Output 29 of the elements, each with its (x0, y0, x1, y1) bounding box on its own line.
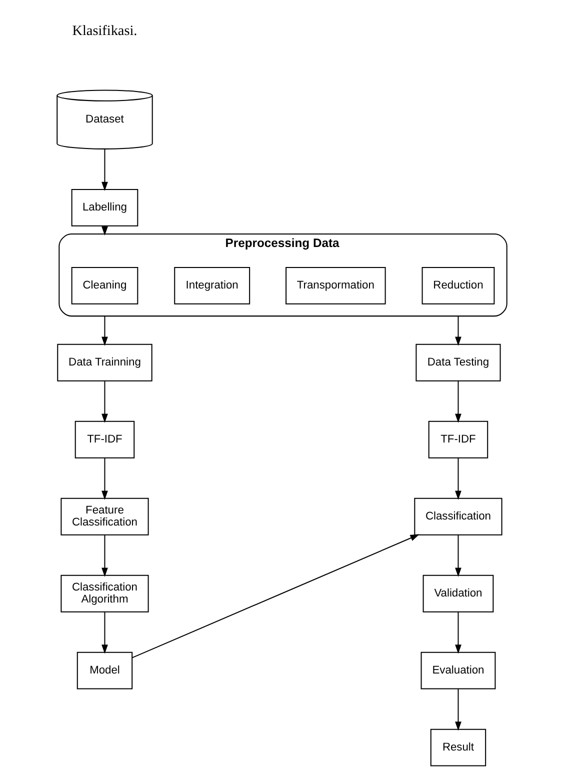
node-box: Classification Algorithm (60, 574, 149, 612)
arrow (102, 380, 108, 422)
node-box: Data Testing (416, 343, 501, 381)
node-box: Result (430, 728, 486, 766)
arrow (102, 612, 108, 654)
arrow (455, 612, 462, 654)
node-box: Classification (414, 497, 502, 535)
node-box: Validation (422, 574, 494, 612)
arrow (455, 458, 462, 500)
node-box: Model (76, 651, 133, 689)
arrow (102, 534, 108, 576)
arrow (102, 148, 108, 190)
arrow (455, 534, 462, 576)
node-box: Integration (174, 266, 250, 304)
node-box: Transpormation (286, 266, 386, 304)
arrow (455, 380, 462, 422)
node-box: Reduction (422, 266, 495, 304)
node-box: Cleaning (71, 266, 138, 304)
node-box: Feature Classification (60, 497, 149, 535)
arrow (455, 316, 462, 346)
label: Klasifikasi. (72, 22, 138, 39)
node-box: Data Trainning (57, 343, 152, 381)
node-box: Evaluation (420, 651, 496, 689)
arrow (102, 458, 108, 500)
arrow (132, 534, 420, 658)
arrow (455, 688, 462, 730)
node-box: TF-IDF (74, 420, 135, 458)
node-box: TF-IDF (428, 420, 488, 458)
arrow (102, 316, 108, 346)
